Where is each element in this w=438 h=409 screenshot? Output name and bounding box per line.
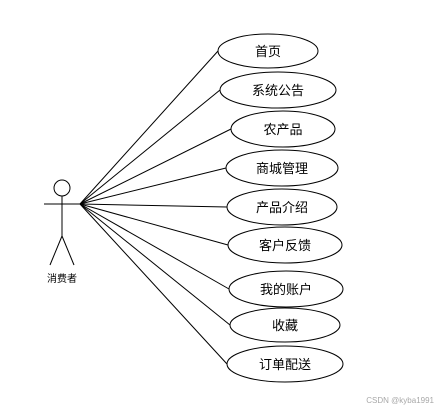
use-case-label: 收藏 [272,318,298,333]
use-case-item: 订单配送 [226,345,344,383]
use-case-ellipse [228,270,344,308]
use-case-label: 商城管理 [256,161,308,176]
use-case-ellipse [225,149,339,187]
use-case-item: 商城管理 [225,149,339,187]
use-case-ellipse [226,345,344,383]
use-case-item: 收藏 [229,307,341,343]
association-line [79,203,230,290]
use-case-label: 产品介绍 [256,200,308,215]
use-case-label: 客户反馈 [259,238,311,253]
association-line [79,203,229,246]
association-line [79,128,232,205]
use-case-label: 首页 [255,44,281,59]
association-line [79,203,228,365]
association-line [79,167,227,205]
use-case-ellipse [227,226,343,264]
use-case-ellipse [226,188,338,226]
association-line [79,50,219,205]
actor-right-leg [61,235,75,266]
use-case-label: 系统公告 [252,83,304,98]
use-case-ellipse [230,110,336,148]
use-case-label: 我的账户 [260,282,312,297]
use-case-ellipse [229,307,341,343]
watermark: CSDN @kyba1991 [366,396,434,405]
use-case-ellipse [217,33,319,69]
use-case-item: 产品介绍 [226,188,338,226]
association-lines [79,50,232,365]
association-line [79,203,228,208]
use-case-item: 农产品 [230,110,336,148]
use-case-ellipse [219,71,337,109]
use-case-label: 订单配送 [259,357,311,372]
use-case-item: 系统公告 [219,71,337,109]
use-case-item: 我的账户 [228,270,344,308]
actor-head [53,179,71,197]
association-line [79,89,221,205]
use-case-label: 农产品 [263,122,302,137]
association-line [79,203,231,326]
use-case-item: 客户反馈 [227,226,343,264]
actor-label: 消费者 [47,272,77,285]
actor-left-leg [49,235,63,266]
use-case-item: 首页 [217,33,319,69]
actor-consumer: 消费者 [44,179,80,285]
